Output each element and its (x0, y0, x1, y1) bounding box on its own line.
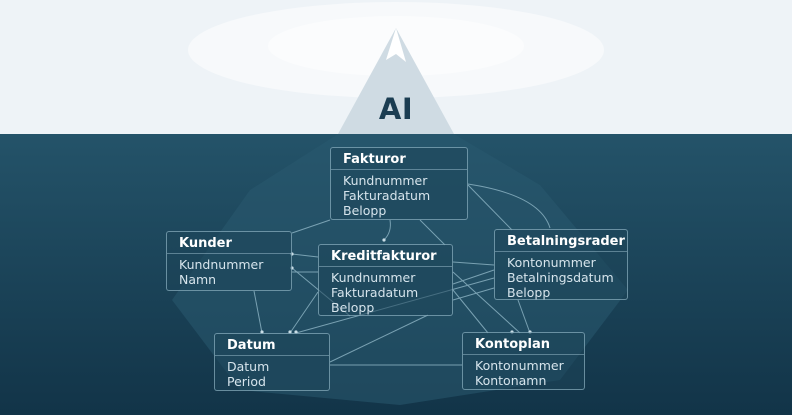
entity-field-list: Kundnummer Fakturadatum Belopp (319, 267, 452, 315)
entity-field: Belopp (343, 203, 387, 218)
entity-field: Kundnummer (343, 173, 428, 188)
ai-label: AI (378, 92, 414, 126)
entity-field: Belopp (331, 300, 375, 315)
entity-field: Belopp (507, 285, 551, 300)
entity-field-list: Kundnummer Namn (167, 254, 291, 287)
entity-field: Kontonummer (475, 358, 564, 373)
entity-title: Datum (215, 334, 329, 356)
entity-kunder: Kunder Kundnummer Namn (166, 231, 292, 291)
iceberg-tip (338, 28, 454, 134)
entity-title: Kreditfakturor (319, 245, 452, 267)
entity-field: Period (227, 374, 266, 389)
entity-field: Kundnummer (331, 270, 416, 285)
entity-title: Betalningsrader (495, 230, 627, 252)
entity-field-list: Kontonummer Betalningsdatum Belopp (495, 252, 627, 300)
iceberg-snow-cap (386, 28, 406, 62)
entity-field-list: Kontonummer Kontonamn (463, 355, 584, 388)
entity-title: Fakturor (331, 148, 467, 170)
entity-field: Betalningsdatum (507, 270, 614, 285)
entity-title: Kontoplan (463, 333, 584, 355)
entity-field: Kontonamn (475, 373, 547, 388)
entity-field-list: Kundnummer Fakturadatum Belopp (331, 170, 467, 218)
relationship-lines (253, 183, 551, 366)
entity-title: Kunder (167, 232, 291, 254)
entity-field-list: Datum Period (215, 356, 329, 389)
entity-kontoplan: Kontoplan Kontonummer Kontonamn (462, 332, 585, 390)
entity-betalningsrader: Betalningsrader Kontonummer Betalningsda… (494, 229, 628, 300)
entity-field: Datum (227, 359, 270, 374)
entity-field: Kundnummer (179, 257, 264, 272)
entity-field: Fakturadatum (343, 188, 431, 203)
entity-field: Fakturadatum (331, 285, 419, 300)
entity-datum: Datum Datum Period (214, 333, 330, 391)
entity-fakturor: Fakturor Kundnummer Fakturadatum Belopp (330, 147, 468, 220)
entity-field: Namn (179, 272, 217, 287)
entity-field: Kontonummer (507, 255, 596, 270)
entity-kreditfakturor: Kreditfakturor Kundnummer Fakturadatum B… (318, 244, 453, 316)
